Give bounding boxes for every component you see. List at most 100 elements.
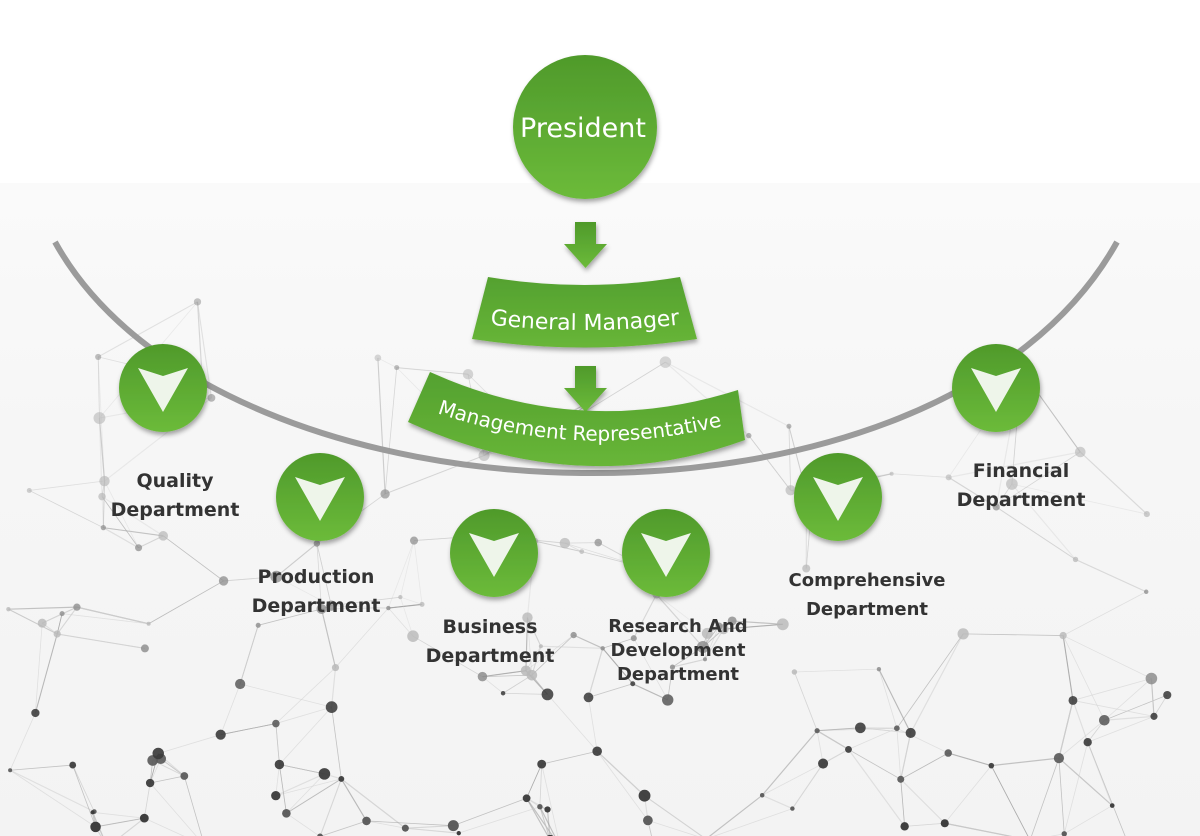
department-node-financial[interactable] (952, 344, 1040, 432)
mesh-line (748, 435, 791, 491)
mesh-node (338, 775, 345, 782)
department-label-business: Business Department (425, 616, 555, 667)
department-node-production[interactable] (276, 453, 364, 541)
mesh-line (1104, 715, 1155, 721)
mesh-node (715, 622, 723, 630)
mesh-node (318, 768, 331, 780)
mesh-node (235, 678, 246, 690)
mesh-line (702, 620, 733, 648)
president-node[interactable] (513, 55, 657, 199)
mesh-line (704, 628, 725, 660)
mesh-line (791, 763, 824, 809)
mesh-node (255, 622, 261, 628)
mesh-node (845, 745, 852, 753)
mesh-node (583, 692, 594, 703)
mesh-line (62, 613, 149, 625)
mesh-line (1058, 758, 1065, 834)
mesh-line (316, 543, 332, 606)
mesh-line (900, 778, 946, 824)
mesh-node (537, 759, 547, 769)
mesh-node (1099, 714, 1110, 726)
management-representative-band[interactable] (408, 372, 745, 467)
mesh-node (544, 806, 551, 813)
mesh-line (240, 683, 332, 708)
mesh-line (656, 594, 708, 634)
department-node-business[interactable] (450, 509, 538, 597)
mesh-line (275, 764, 280, 796)
mesh-node (594, 538, 603, 547)
mesh-line (57, 633, 145, 649)
mesh-line (276, 576, 332, 607)
mesh-line (503, 692, 548, 695)
mesh-line (531, 634, 574, 676)
mesh-line (1050, 833, 1065, 836)
department-node-research-development[interactable] (622, 509, 710, 597)
mesh-line (762, 763, 824, 796)
department-node-quality[interactable] (119, 344, 207, 432)
mesh-line (144, 817, 185, 836)
mesh-node (409, 536, 419, 545)
mesh-node (1059, 631, 1067, 640)
mesh-node (814, 728, 820, 734)
mesh-line (541, 750, 598, 765)
mesh-line (817, 727, 861, 732)
down-triangle-icon (138, 368, 188, 412)
mesh-node (790, 806, 795, 811)
mesh-line (103, 527, 139, 549)
mesh-node (478, 450, 490, 462)
mesh-line (1072, 700, 1089, 743)
department-label-research-development: Research And Development Department (608, 616, 748, 685)
mesh-line (1104, 678, 1152, 721)
mesh-node (746, 432, 752, 439)
mesh-line (220, 683, 241, 735)
down-triangle-icon (813, 477, 863, 521)
down-triangle-icon (295, 477, 345, 521)
mesh-node (802, 564, 811, 573)
mesh-line (848, 749, 901, 780)
mesh-line (162, 535, 224, 582)
mesh-line (102, 481, 106, 528)
mesh-node (152, 747, 164, 760)
mesh-line (183, 775, 203, 836)
mesh-line (1062, 591, 1147, 636)
general-manager-band[interactable] (472, 277, 697, 348)
mesh-node (274, 759, 285, 770)
mesh-node (791, 669, 798, 675)
mesh-line (1087, 716, 1155, 743)
mesh-line (92, 811, 145, 819)
department-label-financial: Financial Department (956, 460, 1086, 511)
mesh-node (6, 606, 11, 612)
mesh-line (1075, 558, 1147, 593)
mesh-node (270, 570, 283, 583)
mesh-line (340, 778, 406, 829)
mesh-line (279, 706, 332, 765)
mesh-line (413, 540, 423, 605)
mesh-line (794, 668, 879, 673)
mesh-node (207, 393, 216, 402)
mesh-line (1079, 451, 1148, 515)
department-node-comprehensive[interactable] (794, 453, 882, 541)
department-label-production: Production Department (251, 566, 381, 617)
mesh-line (948, 476, 997, 508)
mesh-node (272, 719, 280, 728)
mesh-line (1072, 700, 1155, 717)
mesh-node (894, 725, 900, 732)
mesh-line (1150, 678, 1155, 717)
mesh-line (98, 418, 106, 482)
mesh-line (143, 782, 151, 819)
mesh-line (1079, 451, 1148, 515)
mesh-node (215, 729, 226, 740)
mesh-node (8, 768, 13, 773)
mesh-node (900, 822, 909, 831)
mesh-line (396, 367, 469, 375)
mesh-line (723, 623, 783, 630)
mesh-node (37, 618, 47, 628)
mesh-node (326, 600, 337, 611)
mesh-line (331, 605, 389, 609)
mesh-line (748, 435, 791, 491)
mesh-line (377, 357, 386, 494)
mesh-line (996, 506, 1076, 560)
mesh-node (630, 681, 636, 687)
mesh-line (904, 822, 945, 827)
